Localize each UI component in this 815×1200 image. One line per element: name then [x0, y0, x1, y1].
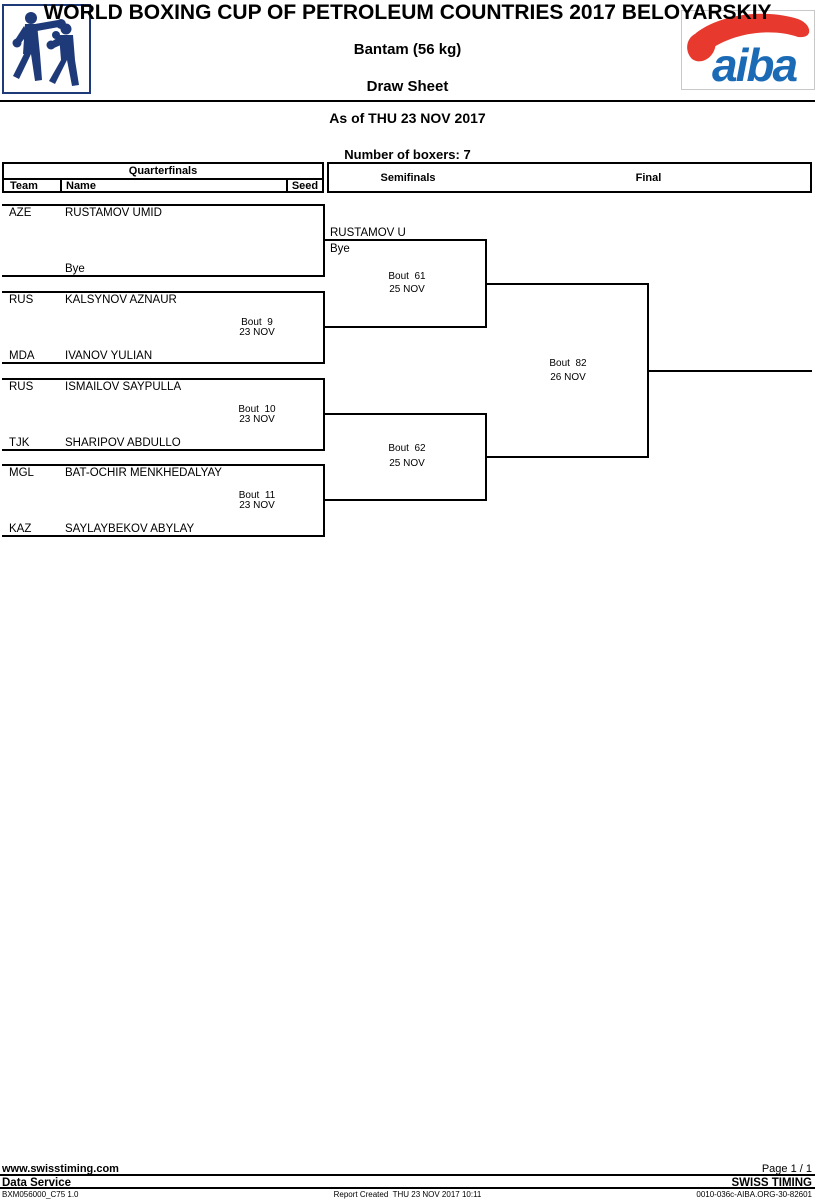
aiba-logo: aiba [681, 10, 815, 91]
bracket-entry: AZE RUSTAMOV UMID [9, 207, 162, 219]
bracket-line-qf3-bottom [2, 449, 325, 451]
bracket-line-qf1-vertical [323, 204, 325, 277]
bout-date: 23 NOV [239, 414, 275, 425]
footer-data-service: Data Service [2, 1177, 72, 1189]
bout-date: 26 NOV [550, 372, 586, 383]
footer-report-created: Report Created THU 23 NOV 2017 10:11 [333, 1190, 482, 1199]
bracket-line-final-vertical [647, 283, 649, 458]
footer-doc-id: 0010-036c-AIBA.ORG-30-82601 [696, 1190, 812, 1199]
bracket-line-sf2-bottom-entry [325, 499, 487, 501]
bout-date: 25 NOV [389, 458, 425, 469]
entry-team-code: MDA [9, 350, 35, 362]
final-column-header: Final [635, 171, 662, 184]
bracket-line-final-top-entry [487, 283, 649, 285]
bout-date: 25 NOV [389, 284, 425, 295]
boxers-icon [12, 12, 79, 86]
entry-boxer-name: IVANOV YULIAN [65, 350, 153, 362]
rounds-header-table: Semifinals Final [327, 162, 812, 193]
bracket-line-qf1-bottom [2, 275, 325, 277]
entry-team-code: MGL [9, 467, 34, 479]
footer-report-code: BXM056000_C75 1.0 [2, 1190, 79, 1199]
seed-column-header: Seed [291, 179, 319, 192]
entry-team-code: RUS [9, 294, 34, 306]
bracket-line-qf1-top [2, 204, 325, 206]
semifinal-bye-note: Bye [330, 243, 350, 255]
sheet-type-title: Draw Sheet [366, 78, 449, 95]
bout-number: Bout 9 [241, 317, 273, 328]
header-divider-line [0, 100, 815, 102]
footer-timing-provider: SWISS TIMING [731, 1177, 813, 1189]
semifinal-advancer-name: RUSTAMOV U [330, 227, 406, 239]
bracket-line-qf3-vertical [323, 378, 325, 451]
entry-team-code: RUS [9, 381, 34, 393]
semifinals-column-header: Semifinals [380, 171, 436, 184]
footer-divider-line-2 [0, 1187, 815, 1189]
bout-number: Bout 61 [388, 271, 426, 282]
bracket-line-qf4-bottom [2, 535, 325, 537]
name-column-header: Name [62, 180, 288, 192]
bracket-line-qf4-vertical [323, 464, 325, 537]
bracket-line-qf3-top [2, 378, 325, 380]
entry-boxer-name: SHARIPOV ABDULLO [65, 437, 181, 449]
entry-boxer-name: RUSTAMOV UMID [65, 207, 162, 219]
bracket-line-sf2-top-entry [325, 413, 487, 415]
as-of-date: As of THU 23 NOV 2017 [329, 110, 486, 126]
bracket-line-sf1-vertical [485, 239, 487, 328]
entry-team-code: TJK [9, 437, 30, 449]
bracket-entry: KAZ SAYLAYBEKOV ABYLAY [9, 523, 194, 535]
bracket-line-qf2-top [2, 291, 325, 293]
weight-class-title: Bantam (56 kg) [353, 41, 462, 58]
entry-boxer-name: Bye [65, 263, 85, 275]
aiba-logo-icon: aiba [687, 13, 810, 91]
footer-website: www.swisstiming.com [2, 1163, 119, 1175]
bout-number: Bout 10 [238, 404, 276, 415]
bracket-entry: RUS KALSYNOV AZNAUR [9, 294, 177, 306]
bracket-line-qf2-bottom [2, 362, 325, 364]
entry-boxer-name: BAT-OCHIR MENKHEDALYAY [65, 467, 222, 479]
entry-team-code [9, 263, 65, 275]
entry-boxer-name: SAYLAYBEKOV ABYLAY [65, 523, 195, 535]
footer-divider-line-1 [0, 1174, 815, 1176]
bracket-line-qf2-vertical [323, 291, 325, 364]
bout-date: 23 NOV [239, 327, 275, 338]
footer-page-number: Page 1 / 1 [761, 1163, 812, 1175]
bracket-entry: TJK SHARIPOV ABDULLO [9, 437, 181, 449]
bracket-entry: Bye [9, 263, 85, 275]
team-column-header: Team [4, 180, 62, 192]
entry-team-code: KAZ [9, 523, 32, 535]
bracket-line-winner-out [649, 370, 812, 372]
bracket-line-sf2-vertical [485, 413, 487, 501]
quarterfinals-column-header: Quarterfinals [4, 164, 322, 180]
entry-boxer-name: KALSYNOV AZNAUR [65, 294, 177, 306]
boxing-pictogram-logo [2, 4, 91, 94]
bracket-line-sf1-top-entry [325, 239, 487, 241]
bracket-line-qf4-top [2, 464, 325, 466]
bracket-entry: MGL BAT-OCHIR MENKHEDALYAY [9, 467, 222, 479]
bout-number: Bout 62 [388, 443, 426, 454]
bracket-entry: MDA IVANOV YULIAN [9, 350, 152, 362]
number-of-boxers: Number of boxers: 7 [344, 147, 471, 162]
bout-date: 23 NOV [239, 500, 275, 511]
bout-number: Bout 82 [549, 358, 587, 369]
aiba-wordmark: aiba [712, 39, 797, 89]
quarterfinals-header-table: Quarterfinals Team Name Seed [2, 162, 324, 193]
bracket-line-sf1-bottom-entry [325, 326, 487, 328]
page-title: WORLD BOXING CUP OF PETROLEUM COUNTRIES … [43, 1, 772, 24]
bracket-entry: RUS ISMAILOV SAYPULLA [9, 381, 181, 393]
entry-boxer-name: ISMAILOV SAYPULLA [65, 381, 182, 393]
bout-number: Bout 11 [238, 490, 276, 501]
entry-team-code: AZE [9, 207, 32, 219]
bracket-line-final-bottom-entry [487, 456, 649, 458]
